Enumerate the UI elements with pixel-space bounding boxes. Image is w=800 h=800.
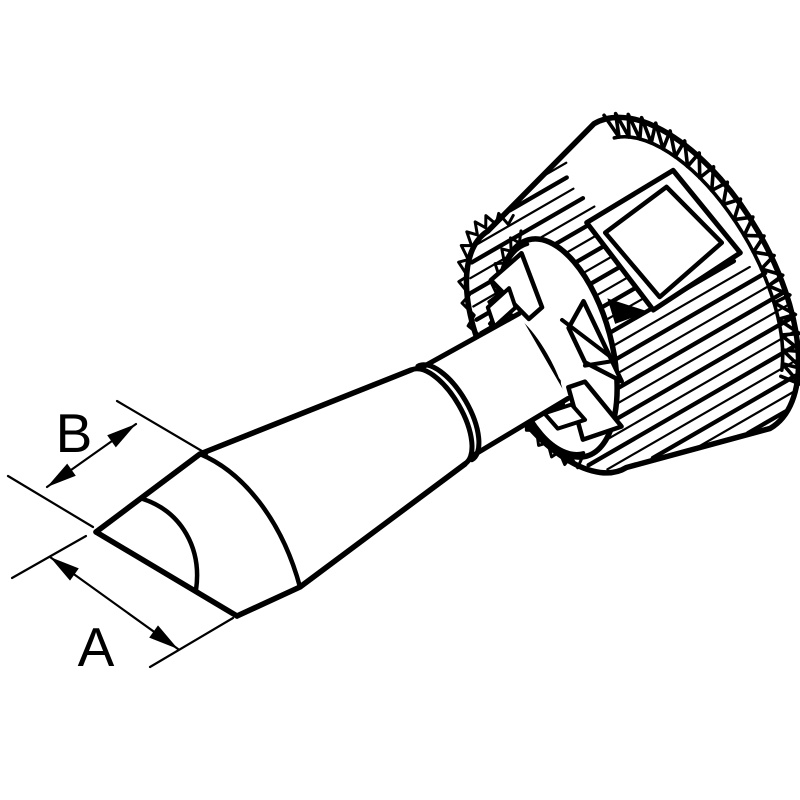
dim-b-label: B: [56, 402, 93, 464]
dim-a-arrowhead: [149, 625, 178, 649]
tip-cylinder-arc: [197, 451, 303, 590]
cap-rib: [650, 373, 798, 461]
dim-b-extension-bottom: [6, 474, 95, 529]
hub-tab-bottom: [542, 402, 588, 431]
axis-frame: [401, 111, 800, 476]
cap-rear-window: [602, 184, 725, 300]
hub-tab-top: [485, 286, 518, 329]
cap-rib: [476, 187, 575, 246]
dim-a-arrowhead: [50, 557, 79, 581]
soldering-tip-assembly: [93, 111, 800, 619]
cap-rib: [573, 330, 795, 460]
cap-rib: [606, 359, 798, 471]
cap-rib: [745, 409, 788, 436]
shaft-tube-top-edge: [415, 311, 522, 373]
dim-b-arrowhead: [107, 424, 136, 448]
dimension-a: A: [10, 534, 235, 678]
dimension-b: B: [6, 399, 209, 529]
cap-rib: [507, 175, 569, 213]
dim-a-extension-bottom: [148, 616, 235, 669]
dim-b-extension-top: [115, 399, 209, 456]
shaft-tube-bottom-edge: [466, 395, 571, 461]
cap-serration-zigzag: [602, 111, 800, 386]
cap-rim-serrations: [602, 111, 800, 386]
dim-a-label: A: [78, 616, 115, 678]
dim-b-arrowhead: [47, 463, 76, 487]
tip-chisel-edge: [93, 529, 240, 619]
disc-window: [566, 379, 624, 442]
tip-bevel-arc: [140, 496, 200, 593]
cap-rib: [699, 391, 794, 447]
collar-ring-back: [415, 362, 482, 463]
cap-rib: [469, 196, 586, 265]
cap-serration-inner-arc: [612, 134, 785, 372]
chisel-tip: [93, 367, 468, 619]
tip-fill: [96, 370, 465, 616]
cap-rib: [586, 343, 798, 468]
disc-v-notch: [560, 317, 618, 368]
cap-detail-wedge: [607, 298, 649, 324]
cap-rib: [543, 161, 568, 177]
